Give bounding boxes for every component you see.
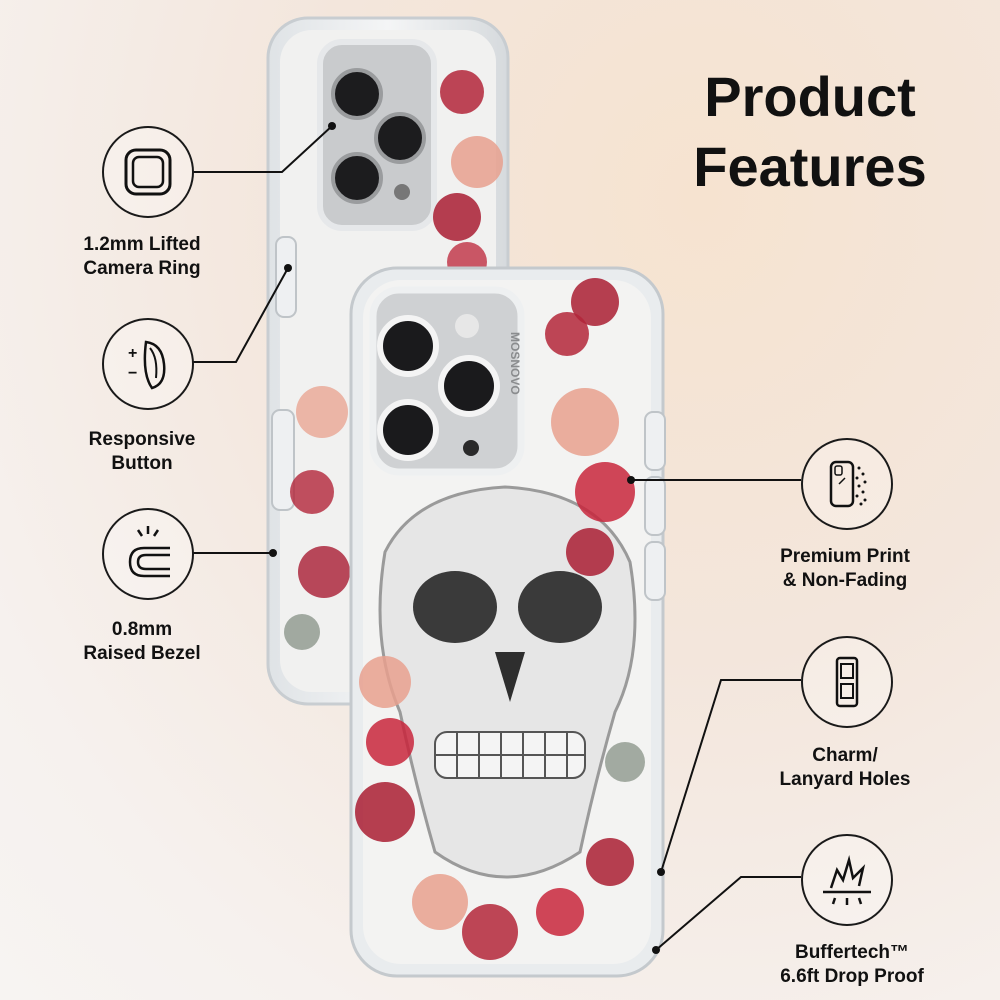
svg-text:+: + [128, 345, 137, 362]
lanyard-icon [835, 656, 859, 708]
product-features-title: Product Features [660, 62, 960, 202]
feature-drop-proof-badge [801, 834, 893, 926]
title-line-1: Product [704, 65, 916, 128]
title-line-2: Features [693, 135, 927, 198]
feature-button-badge: + − [102, 318, 194, 410]
feature-lanyard-badge [801, 636, 893, 728]
feature-camera-ring-badge [102, 126, 194, 218]
bezel-icon [128, 526, 170, 578]
feature-bezel-badge [102, 508, 194, 600]
feature-lanyard-label: Charm/Lanyard Holes [779, 745, 911, 790]
camera-ring-icon [124, 148, 172, 196]
button-icon: + − [128, 340, 166, 390]
print-icon [829, 460, 867, 508]
drop-proof-icon [823, 855, 871, 905]
svg-text:−: − [128, 365, 137, 382]
feature-print-badge [801, 438, 893, 530]
phone-case-front: MOSNOVO [349, 266, 666, 978]
feature-print-label: Premium Print& Non-Fading [780, 546, 910, 591]
brand-logo: MOSNOVO [508, 332, 522, 395]
